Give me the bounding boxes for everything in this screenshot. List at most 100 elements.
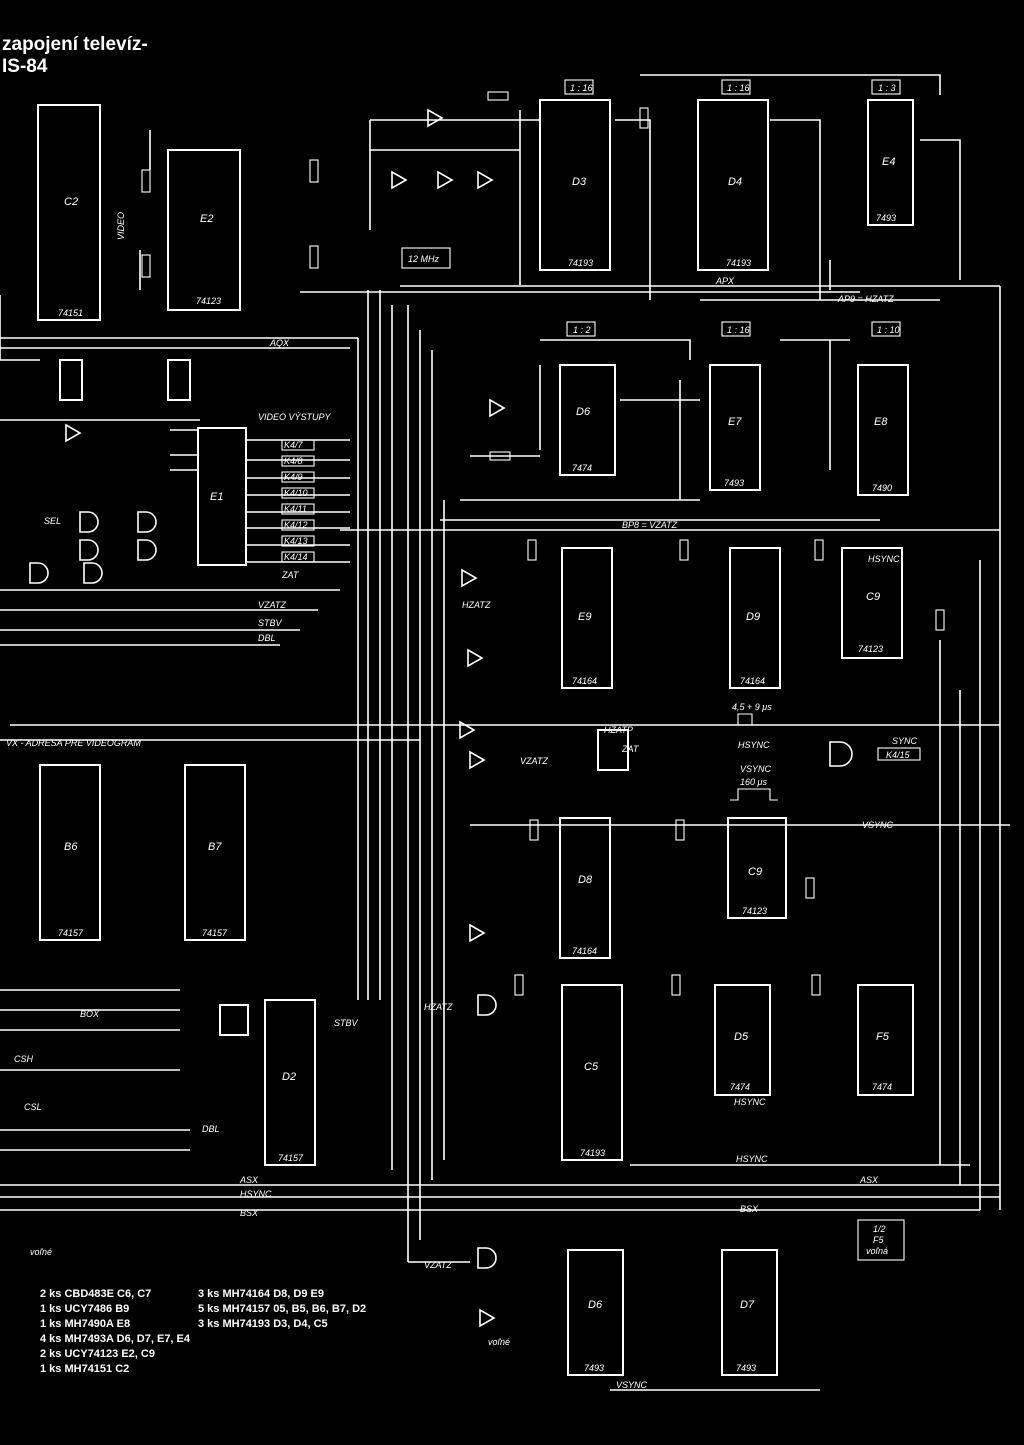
svg-text:74123: 74123: [196, 296, 221, 306]
chip-c9b: C9 74123: [727, 817, 787, 919]
svg-text:VSYNC: VSYNC: [740, 764, 772, 774]
svg-text:HSYNC: HSYNC: [738, 740, 770, 750]
svg-text:K4/11: K4/11: [284, 504, 307, 514]
svg-text:VZATZ: VZATZ: [258, 600, 286, 610]
svg-text:K4/13: K4/13: [284, 536, 308, 546]
svg-text:HSYNC: HSYNC: [240, 1189, 272, 1199]
svg-text:C9: C9: [866, 591, 880, 603]
svg-text:F5: F5: [873, 1235, 884, 1245]
svg-text:4,5 + 9 μs: 4,5 + 9 μs: [732, 702, 772, 712]
svg-text:74151: 74151: [58, 308, 83, 318]
chip-c2: C2 74151: [37, 104, 101, 321]
chip-c9a: C9 74123: [841, 547, 903, 659]
svg-text:B7: B7: [208, 841, 222, 853]
svg-text:1/2: 1/2: [873, 1224, 886, 1234]
svg-text:DBL: DBL: [258, 633, 276, 643]
svg-text:74157: 74157: [278, 1153, 304, 1163]
svg-text:HSYNC: HSYNC: [868, 554, 900, 564]
svg-text:74164: 74164: [572, 946, 597, 956]
svg-text:E1: E1: [210, 491, 223, 503]
signal-labels: AQX APX AP9 = HZATZ BP8 = VZATZ VIDEO VÝ…: [6, 212, 921, 1390]
svg-text:1 ks UCY7486 B9: 1 ks UCY7486 B9: [40, 1303, 129, 1315]
svg-text:7474: 7474: [572, 463, 592, 473]
svg-text:3 ks MH74193 D3, D4, C5: 3 ks MH74193 D3, D4, C5: [198, 1318, 328, 1330]
svg-text:1 : 10: 1 : 10: [877, 325, 900, 335]
chip-d8: D8 74164: [559, 817, 611, 959]
svg-text:7493: 7493: [736, 1363, 756, 1373]
svg-text:1 : 2: 1 : 2: [573, 325, 591, 335]
svg-text:AQX: AQX: [269, 338, 290, 348]
svg-text:HSYNC: HSYNC: [736, 1154, 768, 1164]
svg-text:SEL: SEL: [44, 516, 61, 526]
svg-text:74123: 74123: [858, 644, 883, 654]
svg-text:CSH: CSH: [14, 1054, 34, 1064]
chip-d7: D7 7493: [721, 1249, 778, 1376]
svg-text:E8: E8: [874, 416, 888, 428]
svg-text:BSX: BSX: [240, 1208, 259, 1218]
svg-text:1 : 16: 1 : 16: [727, 83, 750, 93]
chip-e2: E2 74123: [167, 149, 241, 311]
svg-text:HZATZ: HZATZ: [462, 600, 491, 610]
svg-text:74193: 74193: [568, 258, 593, 268]
chip-d4: D4 74193: [697, 99, 769, 271]
svg-text:74157: 74157: [202, 928, 228, 938]
svg-text:DBL: DBL: [202, 1124, 220, 1134]
svg-text:7490: 7490: [872, 483, 892, 493]
svg-text:1 ks MH74151 C2: 1 ks MH74151 C2: [40, 1363, 129, 1375]
svg-text:STBV: STBV: [258, 618, 283, 628]
pulse-symbols: [730, 713, 778, 801]
svg-text:1 : 3: 1 : 3: [878, 83, 896, 93]
divider-labels: 1 : 16 1 : 16 1 : 3 1 : 2 1 : 16 1 : 10 …: [401, 79, 905, 1261]
svg-text:D2: D2: [282, 1071, 296, 1083]
svg-text:VIDEO VÝSTUPY: VIDEO VÝSTUPY: [258, 412, 332, 422]
chip-e8: E8 7490: [857, 364, 909, 496]
svg-text:12 MHz: 12 MHz: [408, 254, 440, 264]
svg-text:E4: E4: [882, 156, 895, 168]
title-line1: zapojení televíz-: [2, 34, 148, 55]
title-line2: IS-84: [2, 56, 48, 77]
svg-text:K4/15: K4/15: [886, 750, 911, 760]
chip-d6a: D6 7474: [559, 364, 616, 476]
svg-text:74123: 74123: [742, 906, 767, 916]
svg-text:HZATP: HZATP: [604, 725, 633, 735]
svg-text:D9: D9: [746, 611, 760, 623]
chip-b7: B7 74157: [184, 764, 246, 941]
svg-text:D4: D4: [728, 176, 742, 188]
svg-text:74193: 74193: [580, 1148, 605, 1158]
svg-text:STBV: STBV: [334, 1018, 359, 1028]
svg-text:HSYNC: HSYNC: [734, 1097, 766, 1107]
svg-text:ZAT: ZAT: [281, 570, 300, 580]
svg-text:2 ks UCY74123 E2, C9: 2 ks UCY74123 E2, C9: [40, 1348, 155, 1360]
video-output-boxes: K4/7 K4/8 K4/9 K4/10 K4/11 K4/12 K4/13 K…: [281, 439, 315, 563]
svg-text:7493: 7493: [584, 1363, 604, 1373]
chip-d5: D5 7474: [714, 984, 771, 1096]
svg-text:7493: 7493: [876, 213, 896, 223]
svg-text:K4/12: K4/12: [284, 520, 308, 530]
svg-text:7474: 7474: [872, 1082, 892, 1092]
svg-text:VIDEO: VIDEO: [116, 212, 126, 240]
svg-text:1 ks MH7490A E8: 1 ks MH7490A E8: [40, 1318, 130, 1330]
svg-text:4 ks MH7493A D6, D7, E7, E4: 4 ks MH7493A D6, D7, E7, E4: [40, 1333, 191, 1345]
svg-text:74164: 74164: [740, 676, 765, 686]
svg-text:D3: D3: [572, 176, 587, 188]
svg-text:voľná: voľná: [866, 1246, 888, 1256]
svg-text:C9: C9: [748, 866, 762, 878]
svg-text:B6: B6: [64, 841, 78, 853]
svg-text:CSL: CSL: [24, 1102, 42, 1112]
svg-text:K4/9: K4/9: [284, 472, 303, 482]
chip-f5: F5 7474: [857, 984, 914, 1096]
svg-text:74164: 74164: [572, 676, 597, 686]
chip-d6b: D6 7493: [567, 1249, 624, 1376]
chip-d3: D3 74193: [539, 99, 611, 271]
svg-text:AP9 = HZATZ: AP9 = HZATZ: [837, 294, 894, 304]
svg-text:VSYNC: VSYNC: [862, 820, 894, 830]
svg-text:5 ks MH74157 05, B5, B6, B7, D: 5 ks MH74157 05, B5, B6, B7, D2: [198, 1303, 366, 1315]
svg-text:VZATZ: VZATZ: [424, 1260, 452, 1270]
svg-text:3 ks MH74164 D8, D9 E9: 3 ks MH74164 D8, D9 E9: [198, 1288, 324, 1300]
svg-text:ASX: ASX: [859, 1175, 879, 1185]
svg-text:voľné: voľné: [30, 1247, 52, 1257]
svg-text:C2: C2: [64, 196, 78, 208]
svg-text:VX - ADRESA PRE VIDEOGRAM: VX - ADRESA PRE VIDEOGRAM: [6, 738, 141, 748]
svg-text:1 : 16: 1 : 16: [570, 83, 593, 93]
